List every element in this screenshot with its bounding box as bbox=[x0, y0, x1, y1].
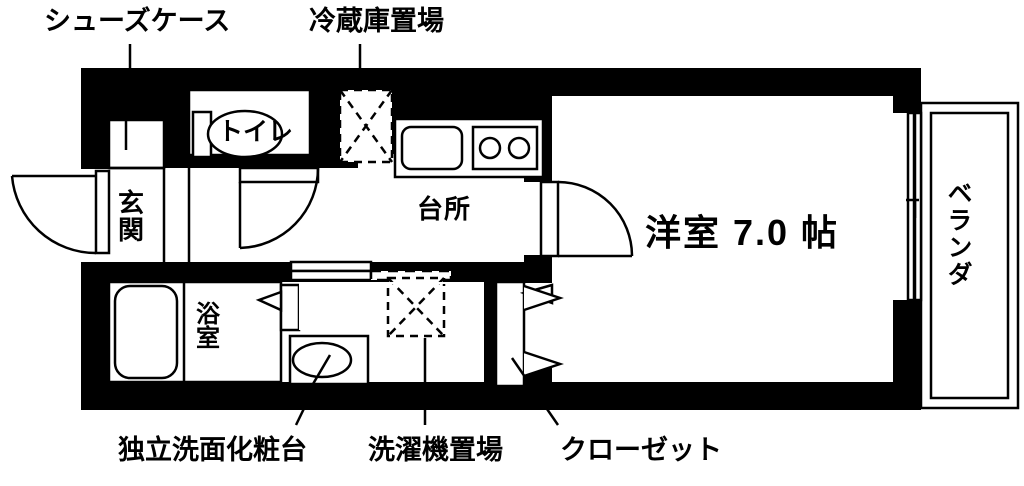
genkan-line-2: 関 bbox=[118, 214, 146, 245]
kitchen-counter bbox=[393, 117, 545, 179]
toilet-bowl-icon bbox=[206, 109, 284, 159]
bathtub-icon bbox=[113, 284, 179, 380]
room-label-kitchen: 台所 bbox=[417, 194, 472, 224]
room-label-veranda: ベランダ bbox=[944, 180, 972, 288]
genkan-area bbox=[10, 118, 191, 262]
refrigerator-slot-icon bbox=[338, 88, 394, 164]
callout-leaders bbox=[128, 44, 560, 426]
bathroom-line-2: 室 bbox=[196, 325, 220, 353]
bathroom-line-1: 浴 bbox=[196, 301, 220, 328]
callout-washbasin: 独立洗面化粧台 bbox=[118, 435, 307, 465]
vanity-basin-icon bbox=[288, 334, 370, 386]
washroom-area bbox=[288, 260, 484, 386]
toilet-room bbox=[187, 88, 320, 250]
shoe-case-icon bbox=[107, 118, 166, 170]
veranda-window-icon bbox=[906, 111, 923, 302]
callout-refrigerator: 冷蔵庫置場 bbox=[309, 6, 444, 36]
toilet-door-icon bbox=[238, 166, 320, 250]
room-label-genkan: 玄 関 bbox=[118, 190, 145, 243]
callout-closet: クローゼット bbox=[560, 435, 722, 465]
room-label-western-room: 洋室 7.0 帖 bbox=[645, 212, 840, 253]
callout-washing-machine: 洗濯機置場 bbox=[368, 435, 503, 465]
entrance-door-icon bbox=[10, 169, 111, 255]
callout-shoe-case: シューズケース bbox=[44, 6, 231, 36]
kitchen-stove-icon bbox=[471, 125, 539, 171]
room-label-bathroom: 浴 室 bbox=[196, 301, 220, 353]
washing-machine-slot-icon bbox=[386, 276, 446, 338]
kitchen-sink-icon bbox=[400, 125, 464, 171]
veranda bbox=[906, 101, 1020, 410]
room-label-toilet: トイレ bbox=[218, 118, 294, 146]
genkan-line-1: 玄 bbox=[118, 188, 146, 218]
kitchen-door-icon bbox=[539, 180, 634, 258]
